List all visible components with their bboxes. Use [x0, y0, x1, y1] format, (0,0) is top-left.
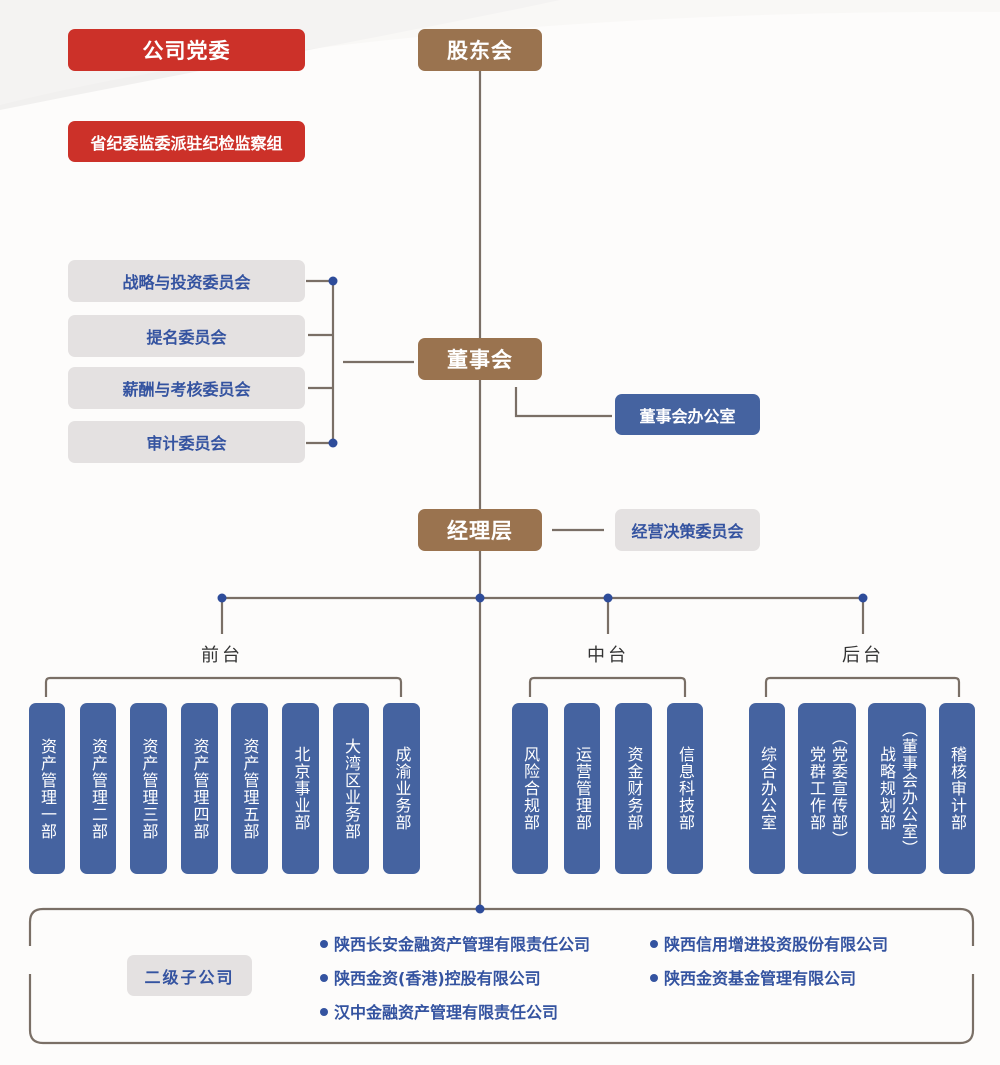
shareholders-box: 股东会 [418, 29, 542, 71]
department-alias: ︵党委宣传部︶ [829, 729, 848, 848]
bullet-icon [320, 1007, 328, 1016]
connector-dot [217, 593, 227, 603]
front-bracket [44, 676, 403, 697]
back-department: 战略规划部 ︵董事会办公室︶ [868, 703, 926, 874]
department-label: 成渝业务部 [392, 746, 412, 831]
department-label: 资产管理三部 [139, 737, 159, 840]
tier-label-middle: 中台 [587, 645, 629, 666]
connector-dot [858, 593, 868, 603]
subsidiaries-label-box: 二级子公司 [127, 955, 252, 996]
subsidiary-name: 陕西金资基金管理有限公司 [664, 969, 857, 988]
board-committee-label: 提名委员会 [146, 328, 227, 347]
subsidiary-item: 陕西信用增进投资股份有限公司 [650, 931, 888, 955]
department-label: 资产管理二部 [89, 737, 108, 840]
back-department: 党群工作部 ︵党委宣传部︶ [798, 703, 856, 874]
front-department: 大湾区业务部 [333, 703, 369, 874]
department-label: 北京事业部 [291, 746, 311, 831]
subsidiary-name: 陕西长安金融资产管理有限责任公司 [334, 935, 591, 954]
subsidiary-item: 陕西长安金融资产管理有限责任公司 [320, 931, 590, 955]
subsidiary-name: 汉中金融资产管理有限责任公司 [334, 1003, 559, 1022]
board-committee-nomination: 提名委员会 [68, 315, 305, 357]
department-label: 战略规划部 [877, 746, 896, 831]
department-alias: ︵董事会办公室︶ [899, 720, 918, 857]
department-label: 资产管理五部 [240, 737, 260, 840]
department-label: 稽核审计部 [948, 746, 967, 831]
department-label: 资产管理四部 [190, 737, 210, 840]
department-label: 运营管理部 [573, 746, 592, 831]
front-department: 资产管理三部 [130, 703, 167, 874]
front-department: 资产管理二部 [80, 703, 116, 874]
subsidiary-item: 陕西金资(香港)控股有限公司 [320, 965, 541, 989]
tier-label-front: 前台 [201, 645, 243, 666]
connector-dot [603, 593, 613, 603]
management-label: 经理层 [447, 519, 513, 543]
connector-dot [328, 276, 338, 286]
board-committee-compensation: 薪酬与考核委员会 [68, 367, 305, 409]
middle-department: 运营管理部 [564, 703, 600, 874]
department-label: 党群工作部 [807, 746, 826, 831]
subsidiaries-label: 二级子公司 [144, 967, 235, 987]
front-department: 资产管理四部 [181, 703, 218, 874]
subsidiary-name: 陕西信用增进投资股份有限公司 [664, 935, 889, 954]
board-committee-label: 审计委员会 [146, 434, 227, 453]
management-committee-label: 经营决策委员会 [631, 522, 744, 541]
connector-dot [475, 904, 485, 914]
board-committee-audit: 审计委员会 [68, 421, 305, 463]
board-label: 董事会 [447, 348, 513, 372]
board-box: 董事会 [418, 338, 542, 380]
front-department: 北京事业部 [282, 703, 319, 874]
connector-dot [328, 438, 338, 448]
middle-department: 风险合规部 [512, 703, 548, 874]
department-label: 风险合规部 [521, 746, 540, 831]
front-department: 成渝业务部 [383, 703, 420, 874]
subsidiaries-frame-bottom [28, 974, 975, 1045]
board-office-label: 董事会办公室 [639, 406, 736, 426]
board-office-box: 董事会办公室 [615, 394, 760, 435]
subsidiary-item: 陕西金资基金管理有限公司 [650, 965, 856, 989]
department-label: 信息科技部 [676, 746, 695, 831]
bullet-icon [650, 939, 658, 948]
management-box: 经理层 [418, 509, 542, 551]
front-department: 资产管理一部 [29, 703, 65, 874]
subsidiary-name: 陕西金资(香港)控股有限公司 [334, 969, 541, 988]
inspection-group-label: 省纪委监委派驻纪检监察组 [90, 133, 283, 153]
party-committee-label: 公司党委 [142, 39, 231, 63]
back-department: 综合办公室 [749, 703, 785, 874]
front-department: 资产管理五部 [231, 703, 268, 874]
department-label: 大湾区业务部 [342, 737, 361, 840]
back-bracket [764, 676, 961, 697]
back-department: 稽核审计部 [939, 703, 975, 874]
middle-department: 信息科技部 [667, 703, 703, 874]
connector-dot [475, 593, 485, 603]
shareholders-label: 股东会 [447, 39, 513, 63]
management-committee-box: 经营决策委员会 [615, 509, 760, 551]
department-label: 资产管理一部 [38, 737, 57, 840]
board-office-connector [514, 387, 612, 418]
subsidiaries-frame-top [28, 907, 975, 946]
bullet-icon [320, 973, 328, 982]
party-committee-box: 公司党委 [68, 29, 305, 71]
board-committee-strategy: 战略与投资委员会 [68, 260, 305, 302]
department-label: 资金财务部 [624, 746, 644, 831]
tier-label-back: 后台 [842, 645, 884, 666]
subsidiary-item: 汉中金融资产管理有限责任公司 [320, 999, 558, 1023]
bullet-icon [650, 973, 658, 982]
department-label: 综合办公室 [758, 746, 777, 831]
inspection-group-box: 省纪委监委派驻纪检监察组 [68, 121, 305, 162]
board-committee-label: 薪酬与考核委员会 [122, 380, 251, 399]
board-committee-label: 战略与投资委员会 [122, 273, 251, 292]
middle-department: 资金财务部 [615, 703, 652, 874]
middle-bracket [528, 676, 687, 697]
bullet-icon [320, 939, 328, 948]
